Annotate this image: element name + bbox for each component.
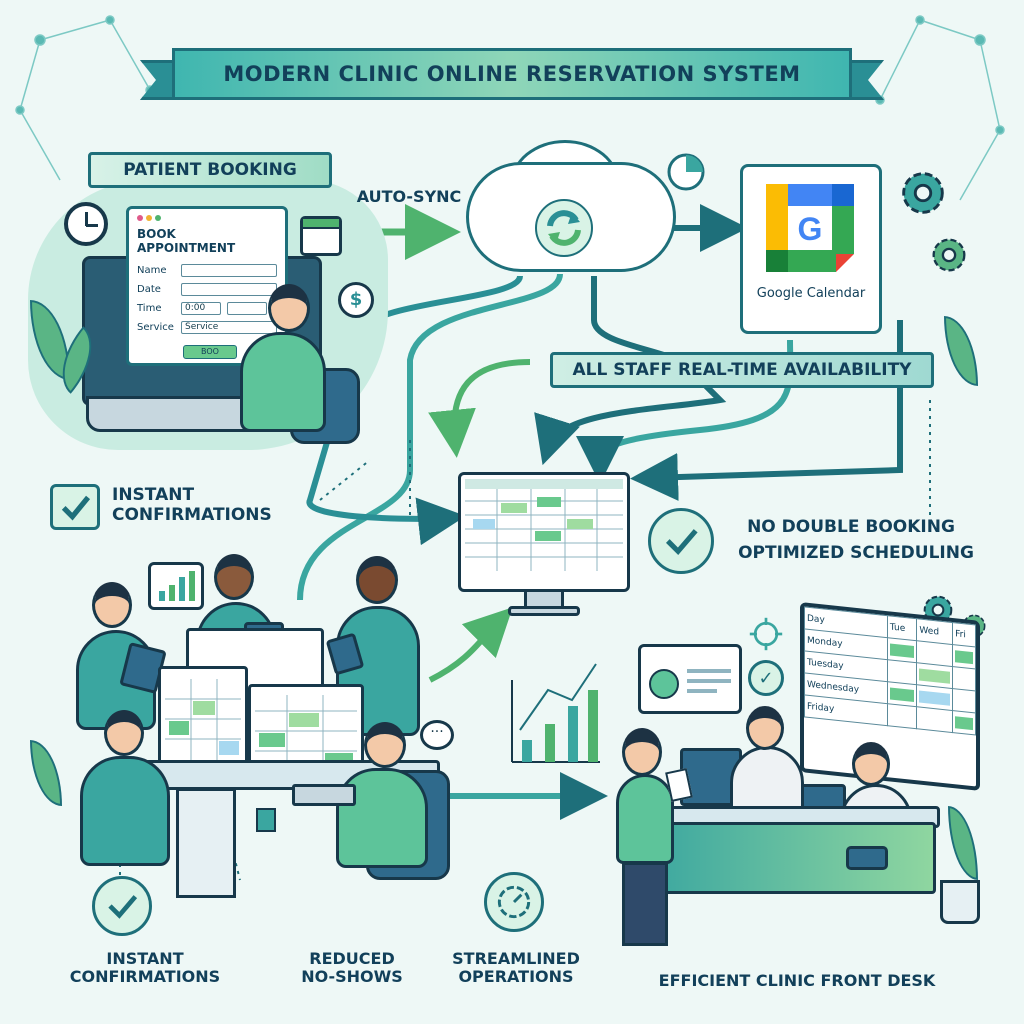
service-select[interactable]: Service [181, 321, 277, 334]
patient-head [268, 284, 310, 332]
chat-bubble-icon: ··· [420, 720, 454, 750]
booking-form-title: BOOK APPOINTMENT [137, 227, 236, 255]
schedule-board: Day Tue Wed Fri Monday Tuesday Wednesday… [800, 602, 980, 791]
board-slot [887, 637, 917, 663]
check-icon [50, 484, 100, 530]
patient-person [240, 332, 326, 432]
benefit-efficient-front-desk: EFFICIENT CLINIC FRONT DESK [658, 971, 936, 990]
potted-plant [256, 808, 276, 832]
board-slot [952, 644, 976, 669]
target-icon [749, 617, 783, 651]
staff-sitting-1-head [104, 710, 144, 756]
check-icon [92, 876, 152, 936]
staff-sitting-2 [336, 768, 428, 868]
profile-window-icon [638, 644, 742, 714]
nurse-2-head [214, 554, 254, 600]
payment-bubble-icon: $ [338, 282, 374, 318]
google-calendar-label: Google Calendar [756, 286, 866, 301]
time-select[interactable]: 0:00 [181, 302, 221, 315]
window-controls [137, 215, 277, 221]
receptionist-1-head [746, 706, 784, 750]
pie-icon [667, 153, 705, 191]
staff-availability-banner: ALL STAFF REAL-TIME AVAILABILITY [550, 352, 934, 388]
board-slot [887, 681, 917, 707]
board-slot [952, 688, 976, 713]
board-slot [887, 659, 917, 685]
phone-icon [846, 846, 888, 870]
potted-plant [940, 880, 980, 924]
google-calendar-icon: G [766, 184, 854, 272]
receptionist-1 [730, 746, 804, 816]
date-row: Date [137, 280, 277, 299]
patient-at-desk [616, 774, 674, 864]
gear-icon [902, 172, 944, 214]
keyboard [292, 784, 356, 806]
instant-confirmations-label: INSTANT CONFIRMATIONS [112, 485, 272, 525]
benefit-instant-confirmations: INSTANT CONFIRMATIONS [69, 949, 221, 987]
team-desk-cabinet [176, 788, 236, 898]
page-title: MODERN CLINIC ONLINE RESERVATION SYSTEM [172, 48, 852, 100]
schedule-monitor [458, 472, 630, 592]
staff-sitting-1 [80, 756, 170, 866]
staff-sitting-2-head [364, 722, 406, 768]
name-field[interactable] [181, 264, 277, 277]
monitor-foot [508, 606, 580, 616]
board-slot [952, 710, 976, 735]
staff-monitor [158, 666, 248, 776]
board-slot [916, 706, 953, 733]
book-button[interactable]: BOO [183, 345, 237, 359]
monitor-calendar-grid [465, 479, 623, 571]
auto-sync-label: AUTO-SYNC [356, 187, 462, 206]
board-slot [952, 666, 976, 691]
name-label: Name [137, 265, 167, 276]
benefit-reduced-no-shows: REDUCED NO-SHOWS [301, 949, 403, 987]
patient-at-desk-legs [622, 862, 668, 946]
board-slot [887, 703, 917, 729]
no-double-booking-label: NO DOUBLE BOOKING [747, 517, 955, 537]
service-label: Service [137, 322, 174, 333]
gear-icon [932, 238, 966, 272]
check-circle-icon [648, 508, 714, 574]
nurse-1-head [92, 582, 132, 628]
date-label: Date [137, 284, 161, 295]
time-label: Time [137, 303, 162, 314]
chart-bubble-icon [148, 562, 204, 610]
optimized-scheduling-label: OPTIMIZED SCHEDULING [738, 543, 974, 563]
board-header-tue: Tue [887, 615, 917, 641]
time-row: Time 0:00 [137, 299, 277, 318]
sync-icon [535, 199, 593, 257]
benefit-streamlined-operations: STREAMLINED OPERATIONS [452, 949, 580, 987]
time-select-2[interactable] [227, 302, 267, 315]
service-row: Service Service [137, 318, 277, 337]
board-header-fri: Fri [952, 622, 976, 647]
gauge-icon [484, 872, 544, 932]
calendar-icon [300, 216, 342, 256]
date-field[interactable] [181, 283, 277, 296]
patient-booking-header: PATIENT BOOKING [88, 152, 332, 188]
clock-icon [64, 202, 108, 246]
svg-text:G: G [798, 211, 823, 247]
front-desk [640, 822, 936, 894]
doctor-head [356, 556, 398, 604]
name-row: Name [137, 261, 277, 280]
patient-at-desk-head [622, 728, 662, 776]
check-bubble-icon: ✓ [748, 660, 784, 696]
receptionist-2-head [852, 742, 890, 786]
